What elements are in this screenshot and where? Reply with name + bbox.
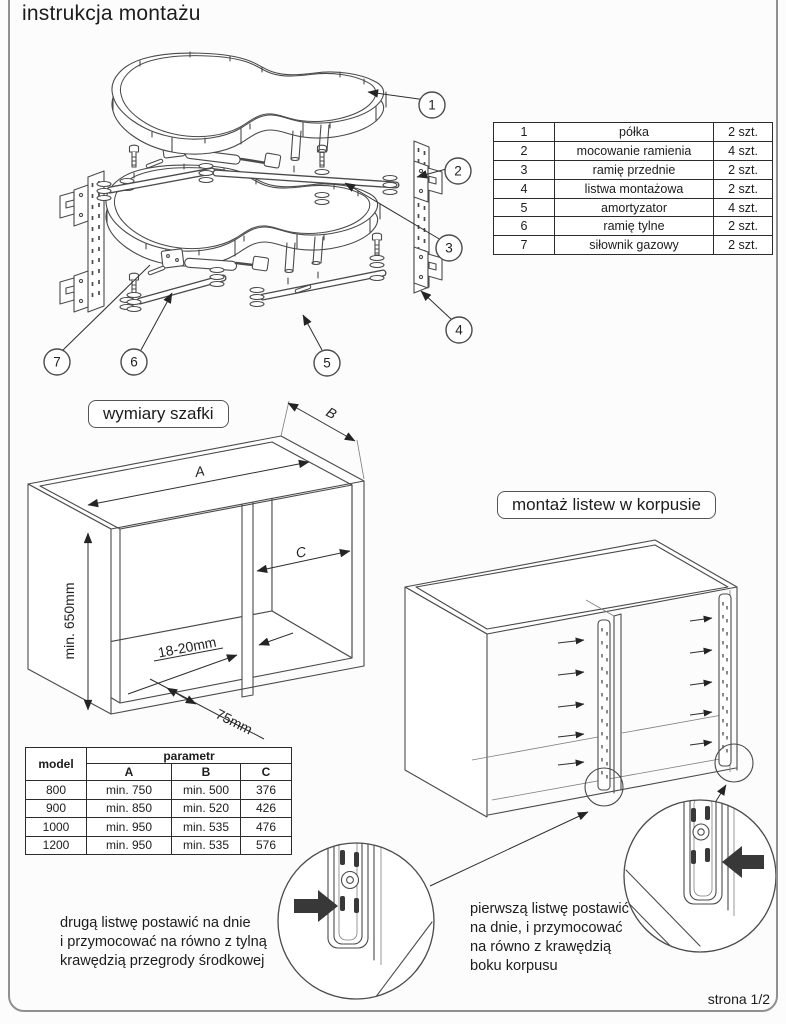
svg-text:6: 6 [130,355,138,370]
note-line: na równo z krawędzią [470,939,612,955]
svg-text:7: 7 [53,355,61,370]
rail-mounting-diagram [404,539,754,887]
page-title: instrukcja montażu [22,2,201,25]
magnifier-detail-left [277,842,435,1000]
dim-a-label: A [193,463,206,481]
section-label-dimensions: wymiary szafki [88,400,229,428]
note-line: na dnie, i przymocować [470,920,623,936]
screw-head [340,870,360,890]
callout-4: 4 [445,316,473,344]
callout-7: 7 [43,348,71,376]
svg-text:2: 2 [454,164,462,179]
callout-6: 6 [120,348,148,376]
screw-head [692,823,710,841]
magnifier-detail-right [623,799,777,953]
note-first-rail: pierwszą listwę postawić na dnie, i przy… [470,900,629,976]
height-dimension-label: min. 650mm [61,582,77,659]
callout-5: 5 [313,349,341,377]
svg-text:4: 4 [455,323,463,338]
callout-leaders [62,89,453,351]
black-arrow-left-icon [722,846,764,878]
svg-text:1: 1 [428,98,436,113]
callout-3: 3 [435,234,463,262]
shelf-top [111,51,387,173]
exploded-diagram: 1 2 3 4 5 6 7 [43,51,473,377]
note-line: pierwszą listwę postawić [470,901,629,917]
dim-b-label: B [324,404,340,423]
side-wall-rail [718,593,732,767]
note-line: krawędzią przegrody środkowej [60,953,265,969]
offset-dimension-label: 75mm [213,706,255,738]
dim-c-label: C [294,543,308,561]
svg-text:5: 5 [323,356,331,371]
detail-marker-circle-left [584,767,624,807]
cabinet-dimensions-diagram: A B C min. 650mm 18-20mm 75mm [27,400,365,740]
note-line: drugą listwę postawić na dnie [60,915,251,931]
callout-1: 1 [418,91,446,119]
section-label-rail-mounting: montaż listew w korpusie [497,491,716,519]
black-arrow-right-icon [294,890,338,922]
screw-arrows [557,615,713,767]
arm-assembly-lower-left [119,248,270,313]
arm-assembly-lower-right [249,232,387,308]
note-second-rail: drugą listwę postawić na dnie i przymoco… [60,914,267,971]
partition-with-rail [585,599,622,794]
note-line: boku korpusu [470,958,558,974]
svg-text:3: 3 [445,241,453,256]
mounting-rail-left [59,170,105,313]
callout-2: 2 [444,157,472,185]
note-line: i przymocować na równo z tylną [60,934,267,950]
detail-marker-circle-right [714,743,754,783]
mounting-rail-right [413,140,443,294]
page-number: strona 1/2 [707,991,770,1007]
